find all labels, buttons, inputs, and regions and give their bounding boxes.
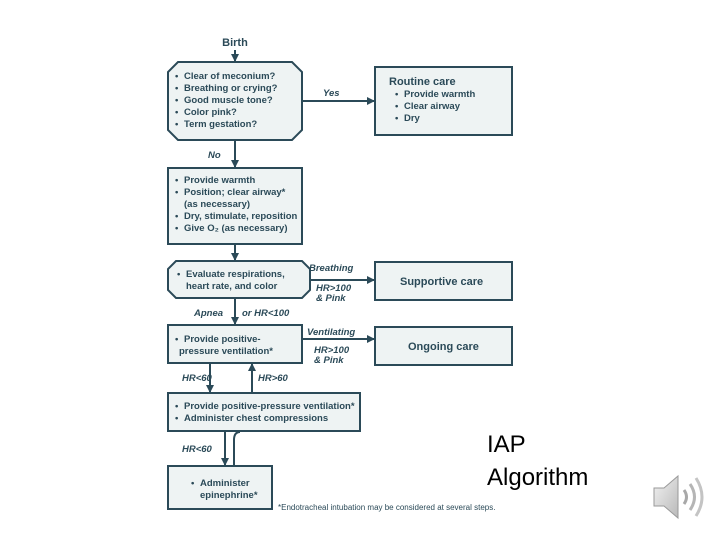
ongoing-care-box <box>374 326 513 366</box>
footnote: *Endotracheal intubation may be consider… <box>278 503 496 512</box>
evaluate-item: heart rate, and color <box>186 281 278 292</box>
initial-step-item: Dry, stimulate, reposition <box>175 211 297 223</box>
breathing-criteria-2: & Pink <box>316 293 346 304</box>
hr-gt60-label: HR>60 <box>258 373 288 384</box>
ventilating-criteria-1: HR>100 <box>314 345 350 356</box>
slide-title-line: IAP <box>487 431 526 458</box>
initial-step-item: Give O₂ (as necessary) <box>175 223 297 235</box>
routine-care-title: Routine care <box>389 76 456 88</box>
supportive-care-box <box>374 261 513 301</box>
supportive-care-text: Supportive care <box>400 276 484 288</box>
evaluate-text: Evaluate respirations, heart rate, and c… <box>177 269 285 293</box>
initial-step-item: Provide warmth <box>175 175 297 187</box>
epinephrine-text: Administer epinephrine* <box>191 478 258 502</box>
or-hr-label: or HR<100 <box>242 308 290 319</box>
routine-care-item: Provide warmth <box>395 89 475 101</box>
ongoing-care-text: Ongoing care <box>408 341 479 353</box>
assessment-item: Term gestation? <box>175 119 277 131</box>
evaluate-item: Evaluate respirations, <box>177 269 285 281</box>
hr-lt60-label-2: HR<60 <box>182 444 212 455</box>
loop-epinephrine-to-compressions <box>233 431 241 466</box>
birth-label: Birth <box>222 37 248 49</box>
breathing-label: Breathing <box>309 263 354 274</box>
assessment-item: Clear of meconium? <box>175 71 277 83</box>
epinephrine-item: epinephrine* <box>200 490 258 501</box>
ventilating-label: Ventilating <box>307 327 356 338</box>
ppv-item: pressure ventilation* <box>179 346 273 357</box>
slide-title-line: Algorithm <box>487 464 589 491</box>
assessment-item: Color pink? <box>175 107 277 119</box>
assessment-item: Good muscle tone? <box>175 95 277 107</box>
initial-step-item: Position; clear airway* <box>175 187 297 199</box>
speaker-icon[interactable] <box>648 472 708 527</box>
compressions-item: Administer chest compressions <box>175 413 355 425</box>
initial-step-item: (as necessary) <box>184 199 251 210</box>
no-label: No <box>208 150 221 161</box>
routine-care-text: Routine care Provide warmth Clear airway… <box>389 76 475 125</box>
epinephrine-item: Administer <box>191 478 258 490</box>
assessment-item: Breathing or crying? <box>175 83 277 95</box>
assessment-text: Clear of meconium? Breathing or crying? … <box>175 71 277 131</box>
apnea-label: Apnea <box>194 308 224 319</box>
ventilating-criteria-2: & Pink <box>314 355 344 366</box>
slide-title: IAP Algorithm <box>487 428 588 494</box>
compressions-item: Provide positive-pressure ventilation* <box>175 401 355 413</box>
initial-steps-text: Provide warmth Position; clear airway* (… <box>175 175 297 235</box>
yes-label: Yes <box>323 88 340 99</box>
ppv-item: Provide positive- <box>175 334 273 346</box>
breathing-criteria-1: HR>100 <box>316 283 352 294</box>
routine-care-item: Dry <box>395 113 475 125</box>
ppv-text: Provide positive- pressure ventilation* <box>175 334 273 358</box>
routine-care-item: Clear airway <box>395 101 475 113</box>
hr-lt60-label: HR<60 <box>182 373 212 384</box>
compressions-text: Provide positive-pressure ventilation* A… <box>175 401 355 425</box>
